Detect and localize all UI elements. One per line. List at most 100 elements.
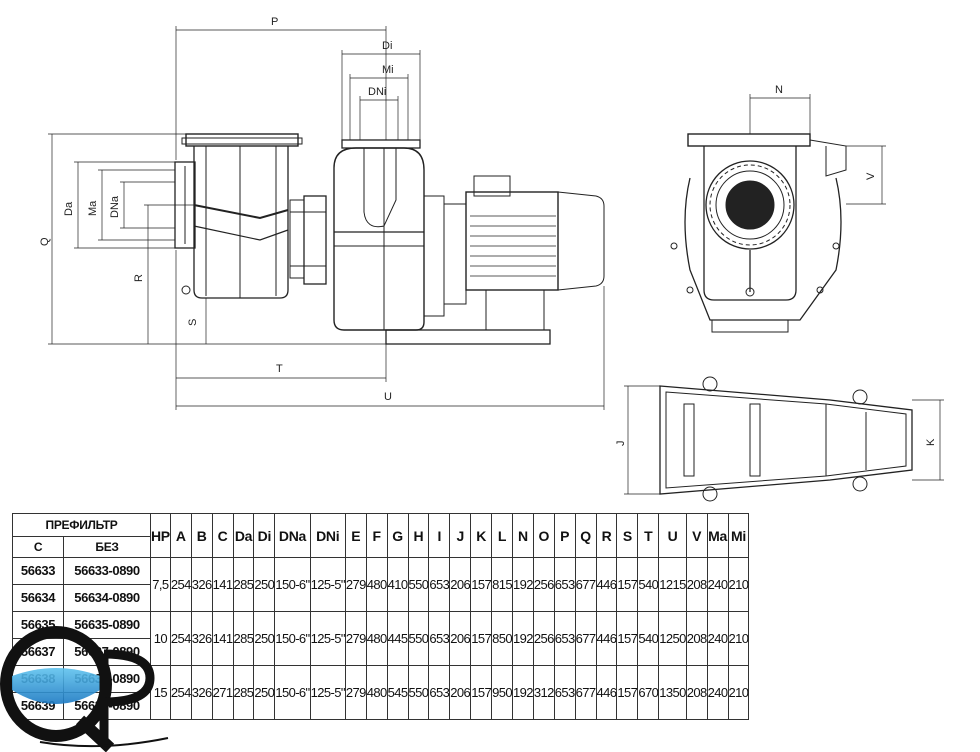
- cell-a: 254: [169, 665, 192, 720]
- column-header-f: F: [365, 513, 388, 558]
- cell-b: 326: [190, 611, 213, 666]
- cell-s: 157: [616, 665, 639, 720]
- specification-table: ПРЕФИЛЬТР HP A B C Da Di DNa DNi E F G H…: [12, 513, 750, 720]
- cell-j: 206: [449, 611, 472, 666]
- cell-hp: 7,5: [150, 557, 171, 612]
- prefilter-housing: [174, 133, 303, 299]
- dim-label-di: Di: [382, 40, 392, 52]
- cell-p: 653: [553, 557, 576, 612]
- model-without-prefilter: 56634-0890: [63, 584, 151, 612]
- cell-hp: 10: [150, 611, 171, 666]
- cell-t: 540: [637, 557, 660, 612]
- column-header-h: H: [407, 513, 430, 558]
- pump-volute: [333, 139, 445, 331]
- cell-j: 206: [449, 665, 472, 720]
- column-header-u: U: [658, 513, 687, 558]
- cell-e: 279: [344, 665, 367, 720]
- dim-label-p: P: [271, 16, 278, 28]
- cell-p: 653: [553, 611, 576, 666]
- column-header-ma: Ma: [706, 513, 729, 558]
- top-view: [659, 376, 913, 502]
- cell-mi: 210: [727, 665, 750, 720]
- cell-e: 279: [344, 557, 367, 612]
- column-header-dna: DNa: [274, 513, 311, 558]
- cell-i: 653: [428, 611, 451, 666]
- cell-r: 446: [595, 557, 618, 612]
- cell-c: 141: [211, 557, 234, 612]
- prefilter-header: ПРЕФИЛЬТР: [12, 513, 151, 537]
- column-header-g: G: [386, 513, 409, 558]
- cell-di: 250: [253, 557, 276, 612]
- cell-h: 550: [407, 665, 430, 720]
- cell-v: 208: [685, 665, 708, 720]
- cell-t: 670: [637, 665, 660, 720]
- dim-label-s: S: [187, 319, 199, 326]
- cell-l: 850: [491, 611, 513, 666]
- cell-t: 540: [637, 611, 660, 666]
- model-with-prefilter: 56633: [12, 557, 64, 585]
- column-header-k: K: [470, 513, 493, 558]
- cell-q: 677: [574, 611, 597, 666]
- cell-dna: 150-6": [274, 557, 311, 612]
- cell-q: 677: [574, 557, 597, 612]
- cell-mi: 210: [727, 611, 750, 666]
- column-header-b: B: [190, 513, 213, 558]
- cell-dni: 125-5": [309, 665, 346, 720]
- dim-label-v: V: [865, 172, 877, 180]
- cell-n: 192: [511, 557, 534, 612]
- cell-g: 410: [386, 557, 409, 612]
- cell-dna: 150-6": [274, 665, 311, 720]
- column-header-v: V: [685, 513, 708, 558]
- dim-label-mi: Mi: [382, 64, 394, 76]
- cell-f: 480: [365, 611, 388, 666]
- dim-label-dni: DNi: [368, 86, 386, 98]
- column-header-q: Q: [574, 513, 597, 558]
- cell-c: 141: [211, 611, 234, 666]
- column-header-n: N: [511, 513, 534, 558]
- cell-a: 254: [169, 611, 192, 666]
- dim-label-n: N: [775, 84, 783, 96]
- dim-label-q: Q: [39, 237, 51, 246]
- cell-h: 550: [407, 557, 430, 612]
- cell-k: 157: [470, 665, 493, 720]
- with-prefilter-header: C: [12, 536, 64, 558]
- connecting-flange: [289, 195, 327, 285]
- cell-ma: 240: [706, 557, 729, 612]
- column-header-o: O: [532, 513, 555, 558]
- cell-i: 653: [428, 665, 451, 720]
- dim-label-k: K: [925, 438, 937, 446]
- column-header-s: S: [616, 513, 639, 558]
- column-header-di: Di: [253, 513, 276, 558]
- cell-f: 480: [365, 665, 388, 720]
- cell-da: 285: [232, 557, 255, 612]
- column-header-da: Da: [232, 513, 255, 558]
- column-header-a: A: [169, 513, 192, 558]
- cell-j: 206: [449, 557, 472, 612]
- column-header-c: C: [211, 513, 234, 558]
- cell-k: 157: [470, 557, 493, 612]
- column-header-i: I: [428, 513, 451, 558]
- cell-f: 480: [365, 557, 388, 612]
- cell-n: 192: [511, 611, 534, 666]
- dim-label-r: R: [133, 274, 145, 282]
- cell-h: 550: [407, 611, 430, 666]
- cell-v: 208: [685, 557, 708, 612]
- cell-g: 445: [386, 611, 409, 666]
- column-header-dni: DNi: [309, 513, 346, 558]
- dim-label-ma: Ma: [87, 200, 99, 216]
- cell-dna: 150-6": [274, 611, 311, 666]
- cell-ma: 240: [706, 611, 729, 666]
- cell-da: 285: [232, 611, 255, 666]
- cell-s: 157: [616, 611, 639, 666]
- cell-k: 157: [470, 611, 493, 666]
- electric-motor: [385, 175, 605, 345]
- cell-s: 157: [616, 557, 639, 612]
- cell-mi: 210: [727, 557, 750, 612]
- cell-u: 1350: [658, 665, 687, 720]
- column-header-l: L: [491, 513, 513, 558]
- column-header-mi: Mi: [727, 513, 750, 558]
- front-view: [670, 133, 847, 333]
